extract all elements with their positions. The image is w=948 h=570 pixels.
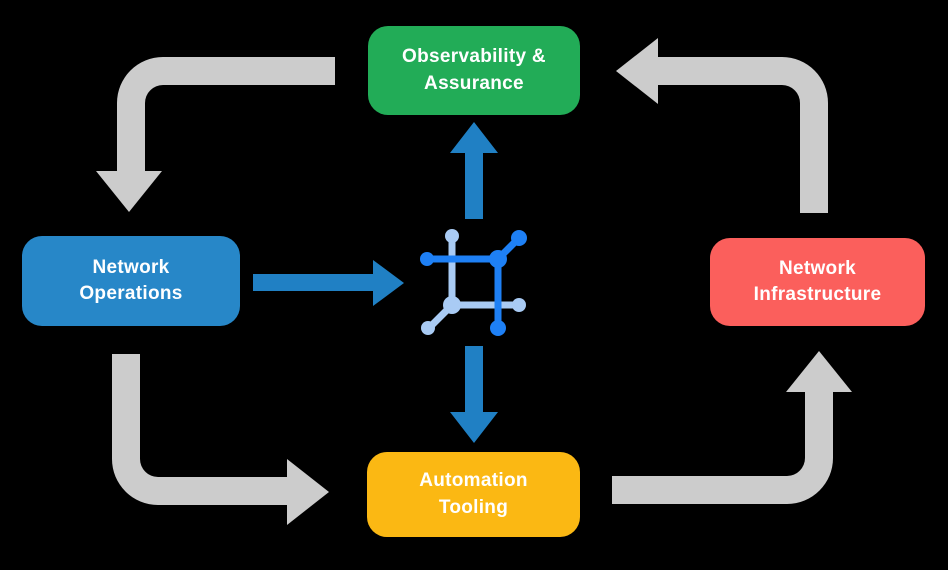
arrow-observability-to-operations — [117, 57, 335, 172]
arrowhead-down-icon — [96, 171, 162, 212]
node-observability-label: Observability & Assurance — [402, 46, 546, 94]
network-node-icon — [420, 229, 527, 336]
arrow-operations-to-automation — [112, 354, 288, 505]
arrowhead-right-icon — [287, 459, 329, 525]
arrowhead-left-icon — [616, 38, 658, 104]
arrowhead-up-icon — [786, 351, 852, 392]
node-automation-label: Automation Tooling — [419, 470, 528, 518]
arrowhead-right-icon — [373, 260, 404, 306]
node-observability-assurance: Observability & Assurance — [368, 26, 580, 115]
node-operations-label: Network Operations — [79, 256, 183, 304]
arrowhead-up-icon — [450, 122, 498, 153]
node-network-infrastructure: Network Infrastructure — [710, 238, 925, 326]
node-network-operations: Network Operations — [22, 236, 240, 326]
arrow-center-to-observability — [465, 151, 483, 219]
arrow-operations-to-center — [253, 274, 374, 291]
node-automation-tooling: Automation Tooling — [367, 452, 580, 537]
arrowhead-down-icon — [450, 412, 498, 443]
arrow-infrastructure-to-observability — [658, 57, 828, 213]
node-infrastructure-label: Network Infrastructure — [753, 257, 882, 305]
arrow-automation-to-infrastructure — [612, 387, 833, 504]
arrow-center-to-automation — [465, 346, 483, 413]
